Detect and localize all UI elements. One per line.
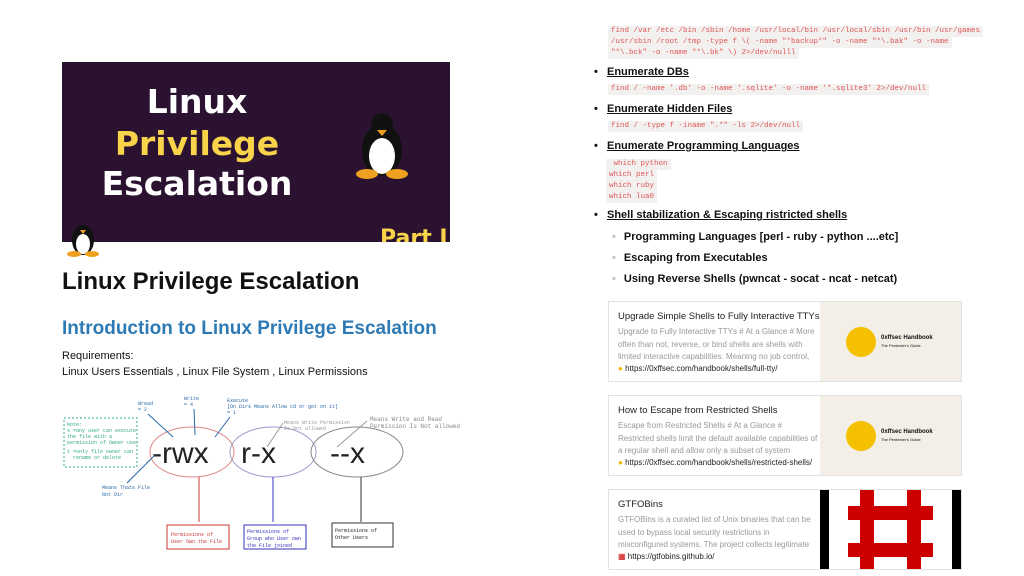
banner-line2: Privilege [114,124,280,163]
favicon-icon: ● [618,364,623,373]
sub-item: Using Reverse Shells (pwncat - socat - n… [612,273,897,285]
owner-box: Permissions of [171,532,213,538]
heading-shell-stabilization: Shell stabilization & Escaping ristricte… [594,209,847,221]
card-thumbnail: 0xffsec Handbook The Pentester's Guide [820,396,961,475]
write-read-not-note: Permission Is Not allowed [370,423,460,430]
other-box: Permissions of [335,528,377,534]
heading-text: Enumerate DBs [607,66,689,78]
brand: 0xffsec Handbook [881,335,933,341]
heading-hidden-files: Enumerate Hidden Files [594,103,732,115]
card-description: Escape from Restricted Shells # At a Gla… [618,421,818,455]
code-dbs: find / -name '.db' -o -name '.sqlite' -o… [608,84,930,95]
heading-text: Enumerate Hidden Files [607,103,733,115]
execute-value: = 1 [227,410,236,416]
heading-enumerate-dbs: Enumerate DBs [594,66,689,78]
bookmark-card-restricted-shells[interactable]: How to Escape from Restricted Shells Esc… [608,395,962,476]
heading-text: Shell stabilization & Escaping ristricte… [607,209,848,221]
group-box: Group who User own [247,536,301,542]
banner-line3: Escalation [101,164,293,203]
group-box: the File joined [247,543,292,549]
card-description: Upgrade to Fully Interactive TTYs # At a… [618,327,815,361]
note: Note: [67,422,82,428]
code-line: which perl [606,170,658,181]
code-languages: which python which perl which ruby which… [606,159,671,203]
code-line: which python [606,159,671,170]
write-value: = 4 [184,402,193,408]
small-tux-icon [67,225,99,257]
code-line: find /var /etc /bin /sbin /home /usr/loc… [608,26,984,37]
card-description: GTFOBins is a curated list of Unix binar… [618,515,811,549]
permissions-diagram: Note: s =any user can execute the file w… [63,396,460,550]
bookmark-card-full-tty[interactable]: Upgrade Simple Shells to Fully Interacti… [608,301,962,382]
owner-perms: -rwx [152,437,209,470]
heading-languages: Enumerate Programming Languages [594,140,800,152]
code-line: which lua0 [606,192,658,203]
heading-text: Enumerate Programming Languages [607,140,800,152]
owner-box: User Own the File [171,539,222,545]
sub-item: Programming Languages [perl - ruby - pyt… [612,231,898,243]
execute-note: [On Dirs Means Allow cd or get on it] [227,404,338,410]
card-url[interactable]: ● https://0xffsec.com/handbook/shells/fu… [618,364,777,373]
sub-item: Escaping from Executables [612,252,768,264]
code-line: which ruby [606,181,658,192]
page-title: Linux Privilege Escalation [62,268,360,295]
write-not-note: Means Write Permission [284,420,350,426]
read-label: Wread [138,401,153,407]
requirements: Requirements: Linux Users Essentials , L… [62,348,368,380]
other-perms: --x [330,437,365,470]
code-backup: find /var /etc /bin /sbin /home /usr/loc… [608,26,984,59]
url-text: https://gtfobins.github.io/ [627,552,715,561]
bookmark-card-gtfobins[interactable]: GTFOBins GTFOBins is a curated list of U… [608,489,962,570]
file-note: Not Dir [102,492,123,498]
execute-label: Execute [227,398,248,404]
note-line: s =any user can execute [67,428,136,434]
card-title: Upgrade Simple Shells to Fully Interacti… [618,311,820,322]
favicon-icon: ● [618,458,623,467]
requirements-items: Linux Users Essentials , Linux File Syst… [62,366,368,378]
other-box: Other Users [335,535,368,541]
banner-part: Part I [380,226,448,242]
logo-icon [846,421,876,451]
url-text: https://0xffsec.com/handbook/shells/full… [625,364,778,373]
card-title: GTFOBins [618,499,663,510]
url-text: https://0xffsec.com/handbook/shells/rest… [625,458,813,467]
code-line: /usr/sbin /root /tmp -type f \( -name "*… [608,37,952,48]
logo-icon [846,327,876,357]
code-hidden: find / -type f -iname ".*" -ls 2>/dev/nu… [608,121,804,132]
read-value: = 2 [138,407,147,413]
card-title: How to Escape from Restricted Shells [618,405,778,416]
tagline: The Pentester's Guide [881,437,921,442]
card-url[interactable]: ▦ https://gtfobins.github.io/ [618,552,715,561]
note-line: t =only file owner can [67,449,133,455]
write-label: Write [184,396,199,402]
note-line: permission of Owner user [67,440,139,446]
file-note: Means Thats File [102,485,150,491]
card-thumbnail: 0xffsec Handbook The Pentester's Guide [820,302,961,381]
banner-line1: Linux [146,82,248,121]
group-box: Permissions of [247,529,289,535]
gtfobins-hash-icon [820,490,961,569]
requirements-label: Requirements: [62,350,134,362]
brand: 0xffsec Handbook [881,429,933,435]
card-url[interactable]: ● https://0xffsec.com/handbook/shells/re… [618,458,812,467]
note-line: the file with a [67,434,112,440]
cover-image: Linux Privilege Escalation Part I [62,62,450,242]
write-read-not-note: Means Write and Read [370,416,442,423]
tux-icon [356,113,408,179]
favicon-icon: ▦ [618,552,626,561]
write-not-note: Is Not allowed [284,426,326,432]
note-line: rename or delete [73,455,121,461]
intro-heading: Introduction to Linux Privilege Escalati… [62,318,437,339]
tagline: The Pentester's Guide [881,343,921,348]
code-line: "*\.bck" -o -name "*\.bk" \) 2>/dev/null… [608,48,799,59]
